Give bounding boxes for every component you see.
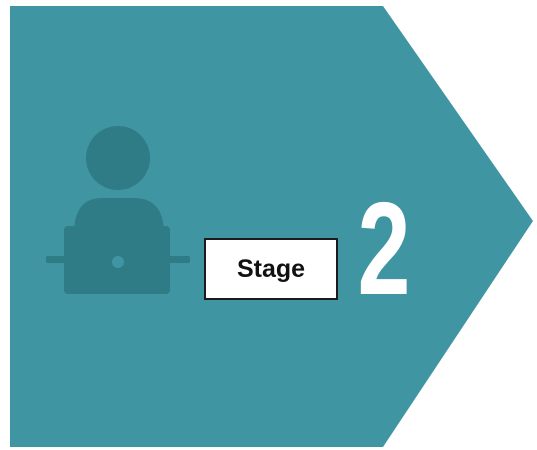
person-head	[86, 126, 150, 190]
stage-label-box: Stage	[204, 238, 338, 300]
person-with-laptop-icon	[46, 126, 190, 294]
arrow-chevron-body	[10, 6, 533, 447]
person-torso	[74, 198, 164, 234]
laptop-camera-dot	[112, 256, 124, 268]
stage-label: Stage	[236, 254, 306, 283]
stage-number: 2	[357, 175, 411, 322]
